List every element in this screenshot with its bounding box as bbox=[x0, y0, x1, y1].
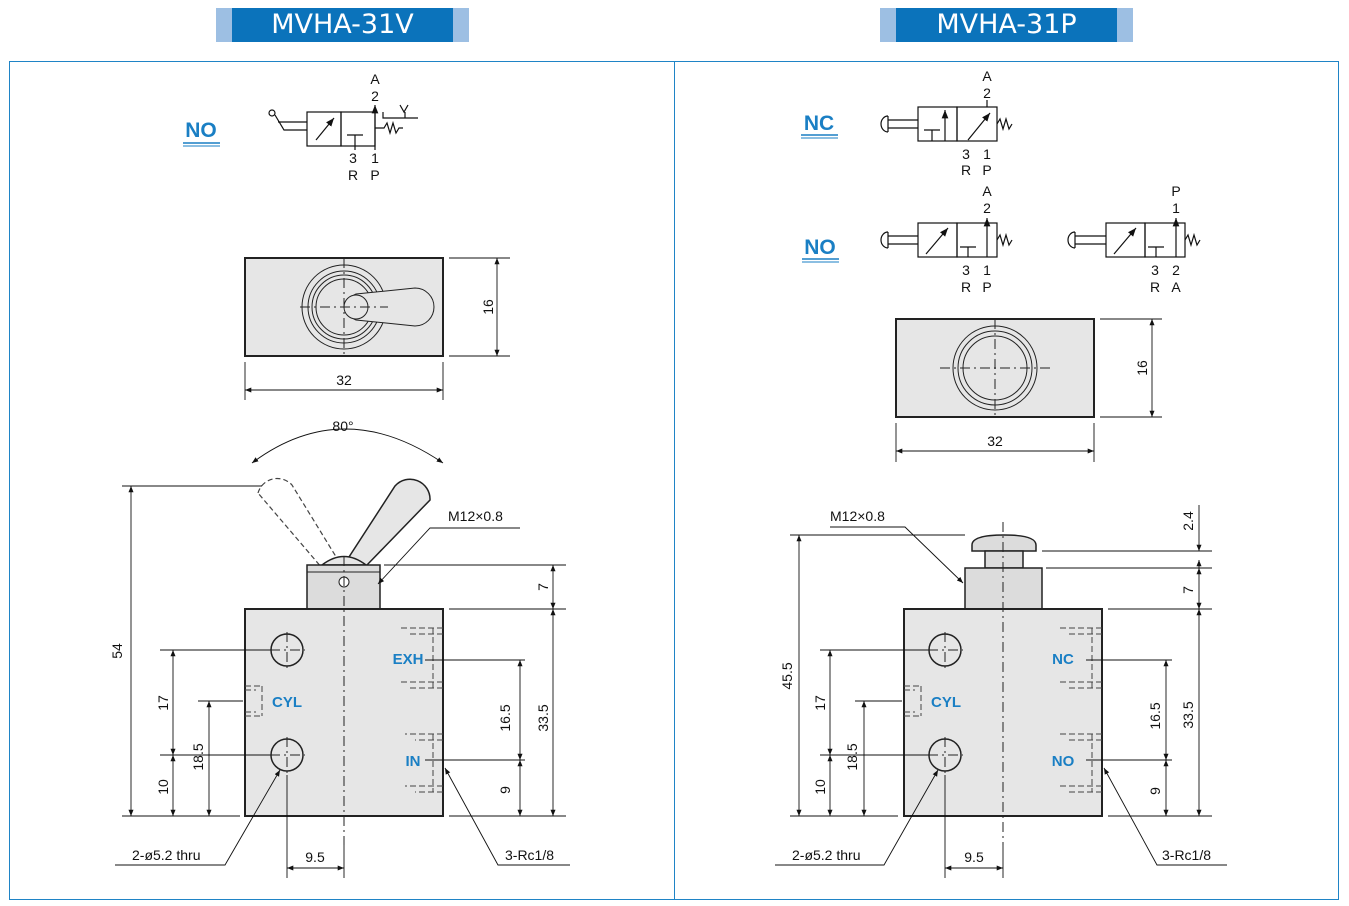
svg-text:M12×0.8: M12×0.8 bbox=[830, 508, 885, 524]
svg-text:CYL: CYL bbox=[272, 694, 302, 711]
svg-text:NO: NO bbox=[1052, 753, 1075, 770]
svg-text:32: 32 bbox=[987, 433, 1003, 449]
svg-text:P: P bbox=[370, 167, 379, 183]
top-view-right: 16 32 bbox=[895, 318, 1162, 462]
svg-text:9: 9 bbox=[497, 786, 513, 794]
svg-text:EXH: EXH bbox=[393, 651, 424, 668]
svg-text:32: 32 bbox=[336, 372, 352, 388]
svg-text:17: 17 bbox=[155, 695, 171, 711]
svg-text:3: 3 bbox=[962, 262, 970, 278]
side-view-right: CYL NC NO 2.4 7 33.5 16.5 9 45.5 17 10 bbox=[775, 505, 1227, 878]
svg-text:2: 2 bbox=[983, 200, 991, 216]
svg-text:P: P bbox=[982, 279, 991, 295]
svg-text:2: 2 bbox=[1172, 262, 1180, 278]
svg-text:2: 2 bbox=[983, 85, 991, 101]
svg-text:17: 17 bbox=[812, 695, 828, 711]
svg-text:1: 1 bbox=[371, 150, 379, 166]
svg-text:3: 3 bbox=[962, 146, 970, 162]
svg-text:CYL: CYL bbox=[931, 694, 961, 711]
top-view-left: 16 32 bbox=[244, 257, 510, 400]
svg-text:P: P bbox=[982, 162, 991, 178]
panel-right bbox=[674, 61, 1339, 900]
svg-text:10: 10 bbox=[155, 779, 171, 795]
svg-text:R: R bbox=[348, 167, 358, 183]
svg-text:NC: NC bbox=[1052, 651, 1074, 668]
svg-text:45.5: 45.5 bbox=[779, 662, 795, 689]
svg-text:3: 3 bbox=[349, 150, 357, 166]
svg-text:54: 54 bbox=[109, 643, 125, 659]
svg-text:3-Rc1/8: 3-Rc1/8 bbox=[505, 847, 554, 863]
svg-text:18.5: 18.5 bbox=[844, 743, 860, 770]
svg-text:1: 1 bbox=[983, 262, 991, 278]
svg-text:A: A bbox=[370, 71, 380, 87]
svg-text:A: A bbox=[1171, 279, 1181, 295]
svg-text:80°: 80° bbox=[332, 418, 353, 434]
svg-text:R: R bbox=[1150, 279, 1160, 295]
svg-text:IN: IN bbox=[406, 753, 421, 770]
title-left: MVHA-31V bbox=[232, 8, 453, 42]
svg-text:16: 16 bbox=[1134, 360, 1150, 376]
svg-text:NC: NC bbox=[804, 112, 834, 135]
svg-text:7: 7 bbox=[535, 583, 551, 591]
svg-text:33.5: 33.5 bbox=[1180, 701, 1196, 728]
svg-text:R: R bbox=[961, 279, 971, 295]
side-view-left: CYL EXH IN 7 33.5 16.5 9 54 17 10 18.5 bbox=[109, 418, 570, 878]
valve-symbol-no-right: NO A 2 3 R 1 P P 1 3 R 2 A bbox=[802, 183, 1201, 295]
svg-text:9: 9 bbox=[1147, 787, 1163, 795]
svg-text:1: 1 bbox=[983, 146, 991, 162]
valve-symbol-no-left: NO A 2 3 R 1 P bbox=[183, 71, 418, 183]
svg-text:M12×0.8: M12×0.8 bbox=[448, 508, 503, 524]
svg-text:R: R bbox=[961, 162, 971, 178]
svg-text:7: 7 bbox=[1180, 586, 1196, 594]
svg-text:9.5: 9.5 bbox=[964, 849, 984, 865]
svg-text:NO: NO bbox=[804, 236, 836, 259]
svg-text:2-ø5.2 thru: 2-ø5.2 thru bbox=[792, 847, 860, 863]
svg-text:1: 1 bbox=[1172, 200, 1180, 216]
svg-text:A: A bbox=[982, 183, 992, 199]
svg-text:3: 3 bbox=[1151, 262, 1159, 278]
svg-text:2.4: 2.4 bbox=[1180, 511, 1196, 531]
valve-symbol-nc-right: NC A 2 3 R 1 P bbox=[801, 68, 1013, 178]
svg-text:9.5: 9.5 bbox=[305, 849, 325, 865]
svg-text:2-ø5.2 thru: 2-ø5.2 thru bbox=[132, 847, 200, 863]
svg-text:A: A bbox=[982, 68, 992, 84]
svg-text:2: 2 bbox=[371, 88, 379, 104]
svg-text:16.5: 16.5 bbox=[497, 704, 513, 731]
svg-text:16.5: 16.5 bbox=[1147, 702, 1163, 729]
svg-text:P: P bbox=[1171, 183, 1180, 199]
svg-text:10: 10 bbox=[812, 779, 828, 795]
svg-text:33.5: 33.5 bbox=[535, 704, 551, 731]
svg-text:18.5: 18.5 bbox=[190, 743, 206, 770]
svg-text:3-Rc1/8: 3-Rc1/8 bbox=[1162, 847, 1211, 863]
symbol-label-no: NO bbox=[185, 119, 217, 142]
title-right: MVHA-31P bbox=[896, 8, 1117, 42]
svg-text:16: 16 bbox=[480, 299, 496, 315]
